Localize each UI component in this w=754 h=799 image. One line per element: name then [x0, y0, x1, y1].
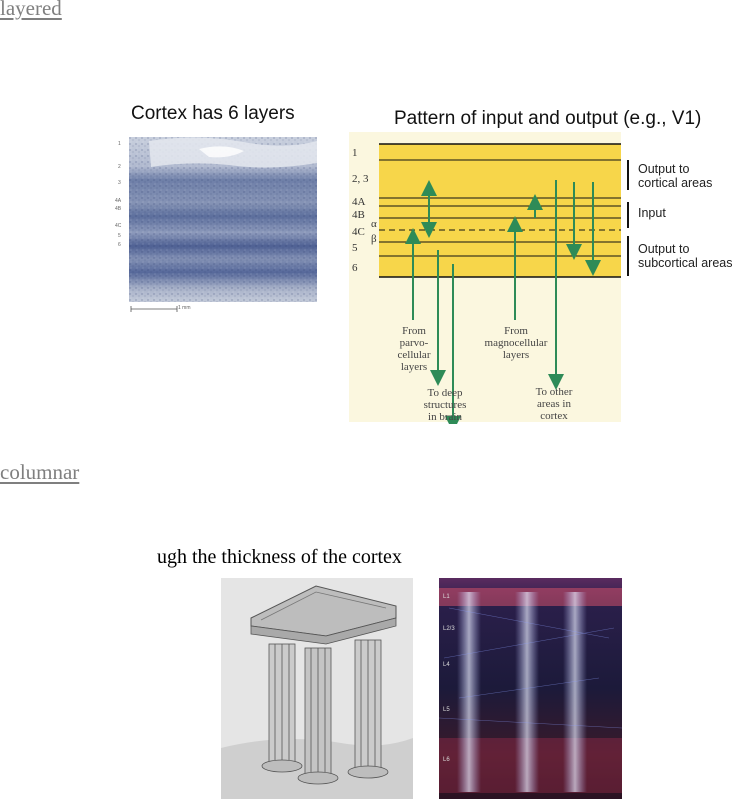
- layers-figure-title: Cortex has 6 layers: [131, 103, 295, 124]
- to-other-areas-label: To other areas in cortex: [524, 386, 584, 422]
- from-parvo-line: parvo-: [399, 337, 429, 349]
- histology-label: 2: [118, 164, 121, 170]
- sim-layer-label: L6: [443, 757, 450, 763]
- to-other-line: cortex: [540, 410, 568, 422]
- from-magno-line: magnocellular: [484, 337, 548, 349]
- from-parvocellular-label: From parvo- cellular layers: [386, 325, 442, 373]
- from-magno-line: From: [504, 325, 528, 337]
- io-layer-label: 5: [352, 242, 358, 254]
- output-subcortical-line: Output to: [638, 242, 690, 256]
- io-layer-label-alpha: α: [371, 218, 377, 230]
- output-cortical-label: Output to cortical areas: [638, 162, 712, 190]
- columnar-caption: ugh the thickness of the cortex: [157, 546, 402, 568]
- histology-layer-labels: 1 2 3 4A 4B 4C 5 6: [112, 140, 124, 260]
- sim-layer-label: L1: [443, 594, 450, 600]
- histology-label: 4A: [115, 198, 122, 204]
- to-deep-structures-label: To deep structures in brain: [410, 387, 480, 423]
- from-magnocellular-label: From magnocellular layers: [476, 325, 556, 361]
- io-layer-label: 4B: [352, 209, 365, 221]
- io-layer-label: 4A: [352, 196, 366, 208]
- output-subcortical-line: subcortical areas: [638, 256, 733, 270]
- scale-bar-label: 1 mm: [178, 305, 191, 311]
- io-figure-title: Pattern of input and output (e.g., V1): [394, 108, 702, 129]
- histology-label: 4B: [115, 206, 122, 212]
- cortical-column-simulation-image: [439, 578, 622, 799]
- sim-layer-label: L2/3: [443, 626, 455, 632]
- sim-layer-label: L5: [443, 707, 450, 713]
- input-label: Input: [638, 206, 666, 220]
- io-layer-label-beta: β: [371, 233, 377, 245]
- from-parvo-line: cellular: [397, 349, 431, 361]
- histology-label: 3: [118, 180, 121, 186]
- output-cortical-line: cortical areas: [638, 176, 713, 190]
- output-cortical-line: Output to: [638, 162, 690, 176]
- io-layer-label: 1: [352, 147, 358, 159]
- layered-link[interactable]: layered: [0, 0, 62, 20]
- io-diagram: [379, 143, 629, 424]
- cortex-histology-image: [129, 137, 317, 302]
- sim-layer-label: L4: [443, 662, 450, 668]
- columnar-link[interactable]: columnar: [0, 460, 80, 484]
- from-parvo-line: From: [402, 325, 426, 337]
- histology-label: 6: [118, 242, 121, 248]
- to-deep-line: in brain: [428, 411, 462, 423]
- to-deep-line: structures: [423, 399, 467, 411]
- from-magno-line: layers: [502, 349, 530, 361]
- from-parvo-line: layers: [400, 361, 428, 373]
- scale-bar: [130, 306, 178, 312]
- io-layer-label: 4C: [352, 226, 365, 238]
- to-other-line: To other: [535, 386, 573, 398]
- histology-label: 1: [118, 141, 121, 147]
- cortex-band: [379, 144, 621, 277]
- to-other-line: areas in: [537, 398, 571, 410]
- to-deep-line: To deep: [427, 387, 463, 399]
- output-subcortical-label: Output to subcortical areas: [638, 242, 733, 270]
- io-layer-label: 6: [352, 262, 358, 274]
- greek-columns-illustration: [221, 578, 413, 799]
- signal-arrows: [405, 180, 601, 424]
- io-layer-label: 2, 3: [352, 173, 369, 185]
- histology-label: 4C: [115, 223, 122, 229]
- histology-label: 5: [118, 233, 121, 239]
